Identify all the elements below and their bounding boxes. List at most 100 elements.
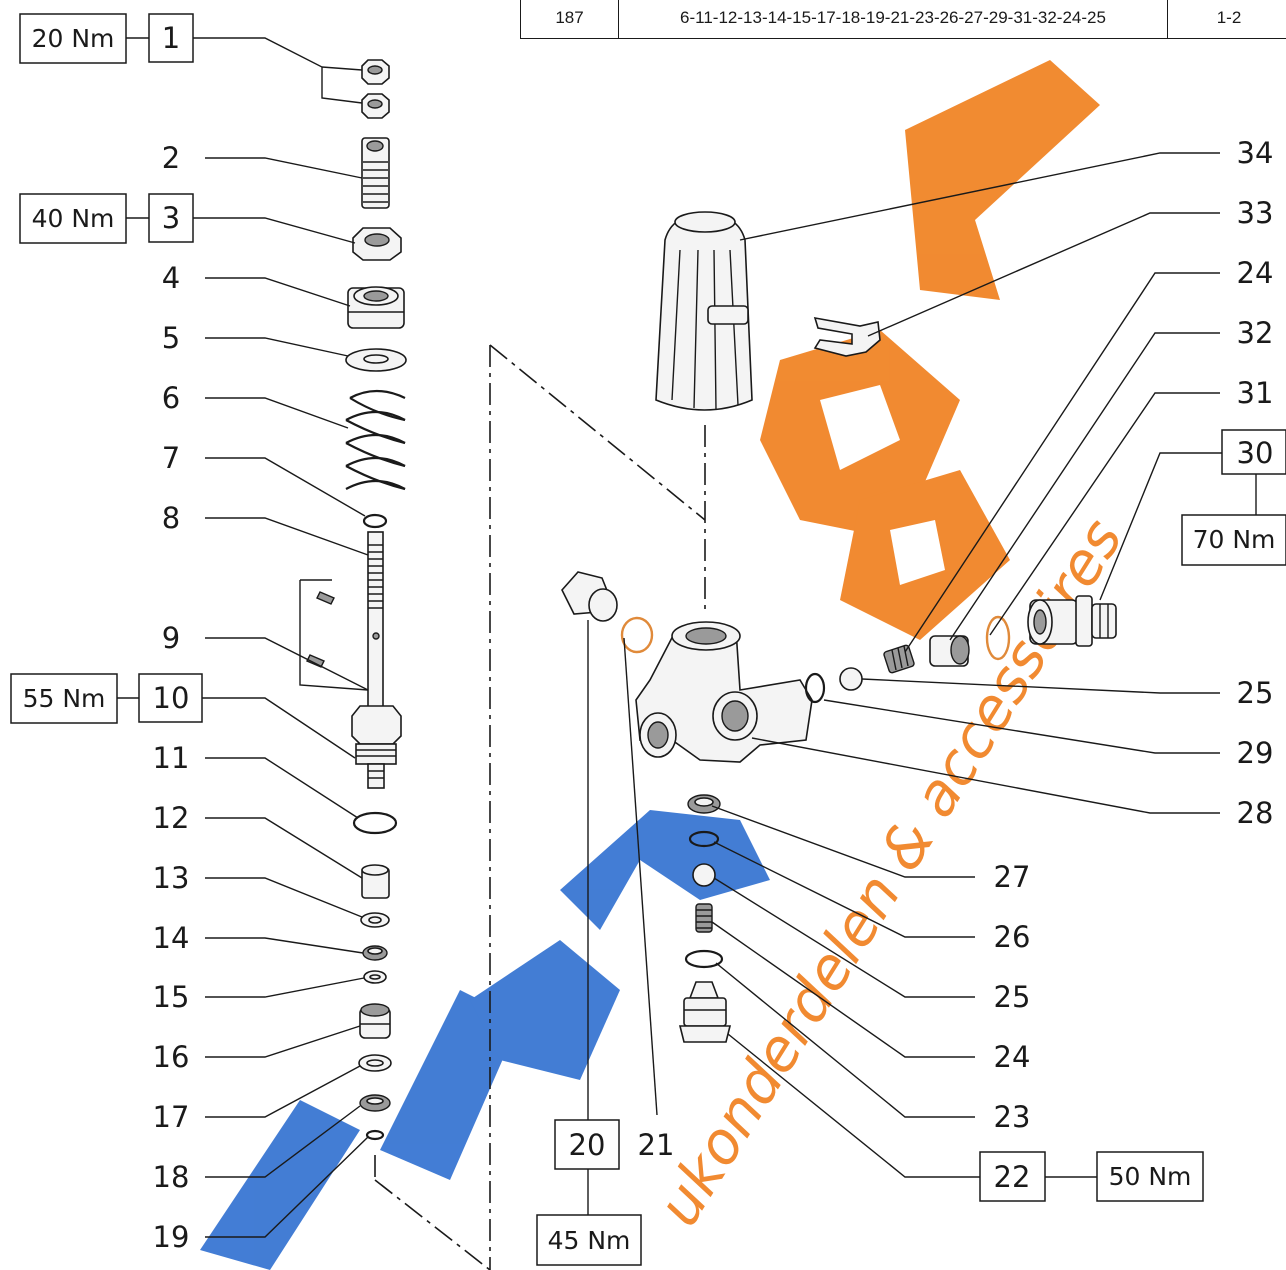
torque-value: 45 Nm [548, 1226, 631, 1255]
torque-box [1181, 514, 1286, 566]
part-label: 9 [162, 621, 180, 655]
o-ring-part [804, 672, 826, 704]
valve-insert-part [678, 981, 732, 1043]
part-label: 12 [153, 801, 190, 835]
right-group-parts [561, 211, 1117, 1043]
clip-part [813, 316, 881, 357]
part-label: 10 [153, 681, 190, 715]
part-label: 26 [994, 920, 1031, 954]
part-label: 17 [153, 1100, 190, 1134]
torque-labels: 20 Nm 40 Nm 55 Nm 45 Nm 50 Nm 70 Nm [10, 13, 1286, 1266]
part-label: 3 [162, 201, 180, 235]
table-cell-qty: 1-2 [1216, 8, 1242, 27]
watermark-blue-shape [200, 1100, 360, 1270]
plug-part [561, 571, 618, 622]
valve-seat-part [351, 705, 402, 789]
part-label: 19 [153, 1220, 190, 1254]
part-label: 32 [1237, 316, 1274, 350]
torque-box [19, 193, 127, 244]
torque-box [10, 673, 118, 724]
part-label: 24 [1237, 256, 1274, 290]
torque-value: 40 Nm [32, 204, 115, 233]
part-label: 15 [153, 980, 190, 1014]
table-cell-code: 187 [520, 0, 619, 39]
part-label: 11 [153, 741, 190, 775]
part-callouts: 1 2 3 4 5 6 7 8 9 10 11 12 13 14 15 16 1… [138, 13, 1286, 1254]
small-ring-part [365, 1129, 385, 1141]
hex-nut-part [352, 227, 402, 261]
part-label: 23 [994, 1100, 1031, 1134]
torque-value: 20 Nm [32, 24, 115, 53]
spring-part [345, 389, 406, 491]
ball-part [839, 667, 863, 691]
part-label: 34 [1237, 136, 1274, 170]
part-label: 6 [162, 381, 180, 415]
part-label: 24 [994, 1040, 1031, 1074]
part-label: 29 [1237, 736, 1274, 770]
threaded-sleeve-part [361, 137, 390, 209]
o-ring-part [620, 616, 654, 654]
cylinder-part [361, 864, 390, 899]
watermark-blue-shape [380, 990, 520, 1180]
callout-box [979, 1151, 1046, 1202]
washer-part [345, 348, 407, 372]
o-ring-part [985, 615, 1011, 661]
spring-part [695, 903, 713, 933]
left-column-parts [299, 59, 407, 1141]
part-label: 22 [994, 1160, 1031, 1194]
table-row: 187 6-11-12-13-14-15-17-18-19-21-23-26-2… [520, 0, 1286, 39]
bushing-part [347, 286, 405, 329]
part-label: 14 [153, 921, 190, 955]
knob-part [655, 211, 753, 411]
part-label: 30 [1237, 436, 1274, 470]
sleeve-part [359, 1003, 391, 1039]
part-label: 18 [153, 1160, 190, 1194]
part-label: 1 [162, 21, 180, 55]
part-label: 21 [638, 1128, 675, 1162]
valve-cage-part [929, 635, 970, 667]
part-label: 5 [162, 321, 180, 355]
part-label: 16 [153, 1040, 190, 1074]
part-label: 27 [994, 860, 1031, 894]
part-label: 7 [162, 441, 180, 475]
ball-part [692, 863, 716, 887]
part-label: 28 [1237, 796, 1274, 830]
part-label: 2 [162, 141, 180, 175]
piston-rod-part [299, 531, 384, 718]
table-cell-parts: 6-11-12-13-14-15-17-18-19-21-23-26-27-29… [618, 0, 1168, 39]
o-ring-part [362, 513, 388, 529]
callout-box [148, 13, 194, 63]
spring-part [883, 644, 915, 674]
part-label: 4 [162, 261, 180, 295]
valve-body-part [635, 621, 813, 763]
torque-box [1096, 1151, 1204, 1202]
nut-part [361, 59, 390, 119]
watermark-blue-shape [560, 810, 770, 930]
o-ring-part [352, 811, 398, 835]
callout-box [138, 673, 203, 723]
leader-lines [117, 37, 1257, 1238]
assembly-axis-lines [374, 344, 706, 1270]
parts-table: 187 6-11-12-13-14-15-17-18-19-21-23-26-2… [520, 0, 1286, 39]
torque-value: 50 Nm [1109, 1162, 1192, 1191]
torque-value: 70 Nm [1193, 525, 1276, 554]
fitting-part [1027, 595, 1117, 647]
part-label: 33 [1237, 196, 1274, 230]
part-label: 8 [162, 501, 180, 535]
watermark-blue-shape [470, 940, 620, 1080]
o-ring-part [688, 830, 720, 848]
part-label: 20 [569, 1128, 606, 1162]
part-label: 25 [994, 980, 1031, 1014]
o-ring-part [684, 949, 724, 969]
callout-box [1221, 429, 1286, 475]
callout-box [148, 193, 194, 243]
part-label: 13 [153, 861, 190, 895]
torque-box [536, 1214, 642, 1266]
torque-box [19, 13, 127, 64]
part-label: 25 [1237, 676, 1274, 710]
callout-box [554, 1119, 620, 1170]
part-label: 31 [1237, 376, 1274, 410]
watermark-orange-shape [905, 60, 1100, 300]
